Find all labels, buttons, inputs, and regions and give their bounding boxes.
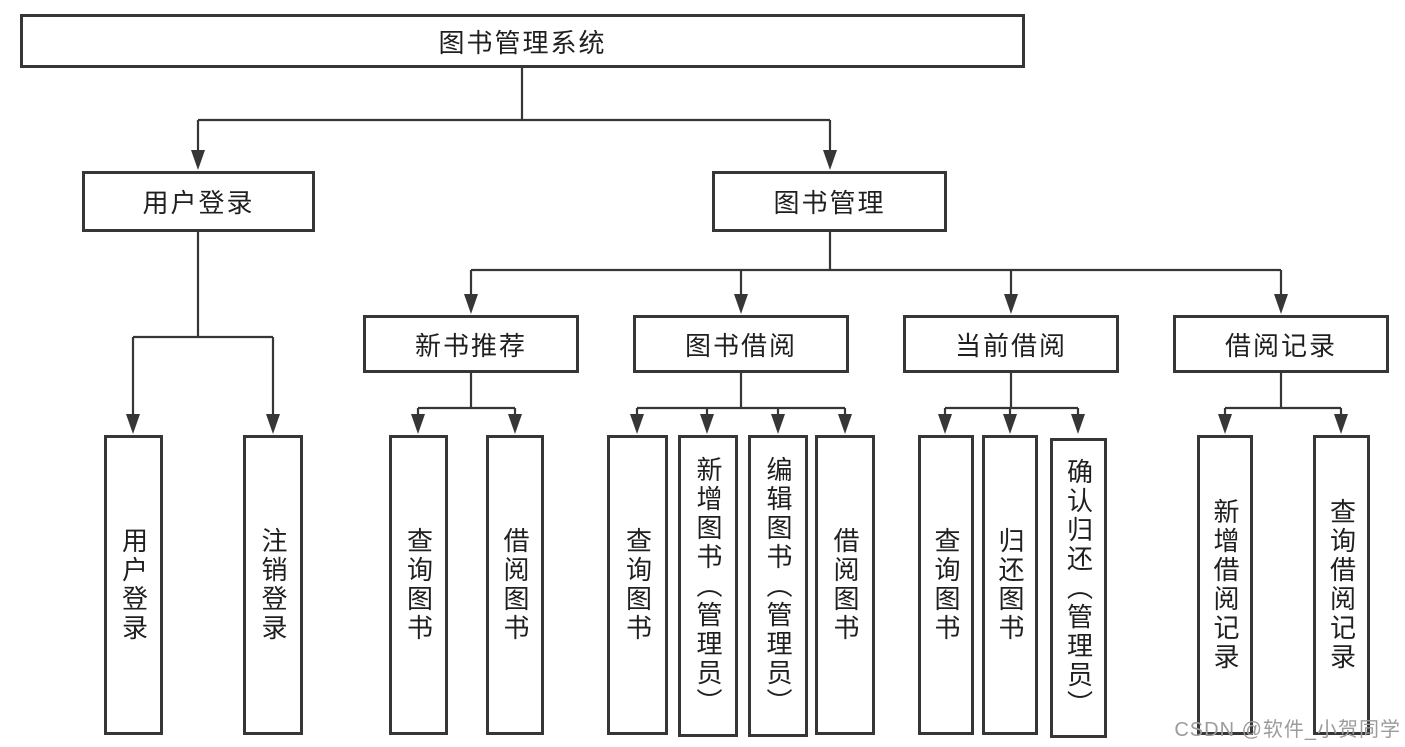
node-book-borrowing: 图书借阅 [633, 315, 849, 373]
node-bb-edit-books-admin: 编辑图书（管理员） [748, 435, 808, 737]
node-library-management-system: 图书管理系统 [20, 14, 1025, 68]
node-br-add-borrow-record: 新增借阅记录 [1197, 435, 1253, 735]
node-bb-query-books: 查询图书 [607, 435, 668, 735]
connector-new-book-recommendation-to-leaves [411, 373, 522, 434]
node-borrowing-records: 借阅记录 [1173, 315, 1389, 373]
node-new-book-recommendation: 新书推荐 [363, 315, 579, 373]
node-nbr-borrow-books: 借阅图书 [486, 435, 544, 735]
arrowhead-icon [1218, 414, 1232, 434]
node-bb-borrow-books: 借阅图书 [815, 435, 875, 735]
arrowhead-icon [464, 294, 478, 314]
connector-current-borrowing-to-leaves [938, 373, 1085, 434]
connector-borrowing-records-to-leaves [1218, 373, 1348, 434]
arrowhead-icon [630, 414, 644, 434]
node-current-borrowing: 当前借阅 [903, 315, 1119, 373]
node-cb-confirm-return-admin: 确认归还（管理员） [1050, 438, 1107, 738]
arrowhead-icon [508, 414, 522, 434]
arrowhead-icon [823, 150, 837, 170]
node-br-query-borrow-record: 查询借阅记录 [1313, 435, 1370, 735]
arrowhead-icon [411, 414, 425, 434]
connector-user-login-to-leaves [126, 232, 280, 434]
arrowhead-icon [700, 414, 714, 434]
arrowhead-icon [838, 414, 852, 434]
arrowhead-icon [1003, 414, 1017, 434]
node-nbr-query-books: 查询图书 [389, 435, 448, 735]
node-book-management: 图书管理 [712, 171, 947, 232]
node-bb-add-books-admin: 新增图书（管理员） [678, 435, 738, 737]
arrowhead-icon [1004, 294, 1018, 314]
arrowhead-icon [191, 150, 205, 170]
watermark: CSDN @软件_小贺同学 [1174, 719, 1401, 741]
arrowhead-icon [1274, 294, 1288, 314]
node-cb-return-books: 归还图书 [982, 435, 1038, 735]
connector-book-management-to-level2 [464, 232, 1288, 314]
arrowhead-icon [1334, 414, 1348, 434]
arrowhead-icon [734, 294, 748, 314]
node-leaf-logout: 注销登录 [243, 435, 303, 735]
arrowhead-icon [938, 414, 952, 434]
node-cb-query-books: 查询图书 [918, 435, 974, 735]
node-user-login: 用户登录 [82, 171, 315, 232]
connector-root-to-level1 [191, 68, 837, 170]
arrowhead-icon [1071, 414, 1085, 434]
connector-book-borrowing-to-leaves [630, 373, 852, 434]
arrowhead-icon [126, 414, 140, 434]
node-leaf-user-login: 用户登录 [104, 435, 163, 735]
arrowhead-icon [266, 414, 280, 434]
arrowhead-icon [771, 414, 785, 434]
